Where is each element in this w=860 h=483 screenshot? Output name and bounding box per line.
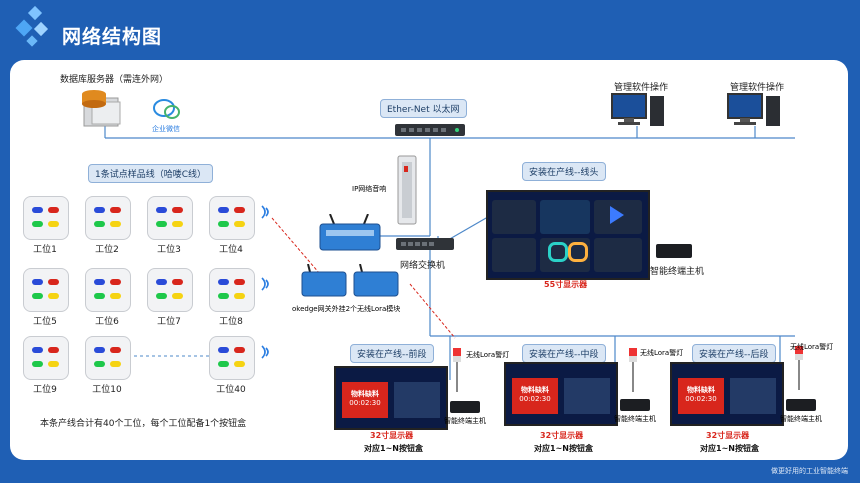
server-label: 数据库服务器（需连外网） xyxy=(60,75,169,85)
button-box xyxy=(85,336,131,380)
wifi-signal-icon xyxy=(261,345,269,359)
section-mapping: 对应1~N按钮盒 xyxy=(534,444,593,453)
section-chip-middle: 安装在产线--中段 xyxy=(522,344,606,363)
gateway-icon xyxy=(319,214,381,251)
switch-label: 网络交换机 xyxy=(400,261,446,271)
button-box xyxy=(85,268,131,312)
station-label: 工位3 xyxy=(157,245,181,255)
network-switch-icon xyxy=(396,238,454,250)
wechat-icon xyxy=(153,99,180,119)
speaker-icon xyxy=(397,155,417,225)
lamp-label: 无线Lora警灯 xyxy=(466,351,510,359)
button-box xyxy=(23,336,69,380)
section-chip-rear: 安装在产线--后段 xyxy=(692,344,776,363)
station-label: 工位9 xyxy=(33,385,57,395)
large-display-label: 55寸显示器 xyxy=(544,280,588,289)
section-display: 物料缺料 00:02:30 xyxy=(334,366,448,430)
wifi-signal-icon xyxy=(261,205,269,219)
station-label: 工位4 xyxy=(219,245,243,255)
management-label-1: 管理软件操作 xyxy=(614,83,669,93)
alert-timer: 00:02:30 xyxy=(685,395,717,403)
warning-lamp-icon xyxy=(629,348,637,392)
server-icon xyxy=(82,90,121,127)
station-label: 工位2 xyxy=(95,245,119,255)
alert-text: 物料缺料 xyxy=(521,386,549,394)
button-box xyxy=(147,196,193,240)
connection-lines xyxy=(104,110,795,380)
diagram-panel: 数据库服务器（需连外网） 企业微信 Ether-Net 以太网 管理软件操作 管… xyxy=(10,60,848,460)
lamp-label: 无线Lora警灯 xyxy=(640,349,684,357)
station-label: 工位40 xyxy=(216,385,246,395)
page-title: 网络结构图 xyxy=(62,26,163,48)
ethernet-chip: Ether-Net 以太网 xyxy=(380,99,467,118)
section-host-label: 智能终端主机 xyxy=(614,415,656,423)
button-box xyxy=(23,268,69,312)
section-host-label: 智能终端主机 xyxy=(444,417,486,425)
section-display: 物料缺料 00:02:30 xyxy=(504,362,618,426)
network-switch-icon xyxy=(395,124,465,136)
terminal-host-icon xyxy=(786,399,816,411)
management-label-2: 管理软件操作 xyxy=(730,83,785,93)
station-label: 工位10 xyxy=(92,385,122,395)
lamp-label: 无线Lora警灯 xyxy=(790,343,834,351)
terminal-host-icon xyxy=(620,399,650,411)
line-head-host-label: 智能终端主机 xyxy=(650,267,705,277)
warning-lamp-icon xyxy=(453,348,461,392)
section-chip-front: 安装在产线--前段 xyxy=(350,344,434,363)
alert-text: 物料缺料 xyxy=(687,386,715,394)
section-display-label: 32寸显示器 xyxy=(540,431,584,440)
section-mapping: 对应1~N按钮盒 xyxy=(700,444,759,453)
button-box xyxy=(23,196,69,240)
button-box xyxy=(85,196,131,240)
terminal-host-icon xyxy=(656,244,692,258)
section-host-label: 智能终端主机 xyxy=(780,415,822,423)
wifi-signal-icon xyxy=(261,277,269,291)
section-display-label: 32寸显示器 xyxy=(370,431,414,440)
ip-speaker-label: IP网络音响 xyxy=(352,185,387,193)
summary-text: 本条产线合计有40个工位，每个工位配备1个按钮盒 xyxy=(40,419,247,429)
section-display: 物料缺料 00:02:30 xyxy=(670,362,784,426)
section-display-label: 32寸显示器 xyxy=(706,431,750,440)
line-head-chip: 安装在产线--线头 xyxy=(522,162,606,181)
station-label: 工位5 xyxy=(33,317,57,327)
station-label: 工位8 xyxy=(219,317,243,327)
station-label: 工位7 xyxy=(157,317,181,327)
alert-text: 物料缺料 xyxy=(351,390,379,398)
button-box xyxy=(147,268,193,312)
terminal-host-icon xyxy=(450,401,480,413)
large-display xyxy=(486,190,650,280)
gateway-label: okedge网关外挂2个无线Lora模块 xyxy=(292,305,401,313)
button-box xyxy=(209,196,255,240)
gateway-icon xyxy=(301,264,347,297)
wechat-label: 企业微信 xyxy=(152,125,180,133)
warning-lamp-icon xyxy=(795,346,803,390)
alert-timer: 00:02:30 xyxy=(519,395,551,403)
gateway-icon xyxy=(353,264,399,297)
logo-diamond-icon xyxy=(15,6,49,47)
button-box xyxy=(209,268,255,312)
alert-timer: 00:02:30 xyxy=(349,399,381,407)
footer-caption: 做更好用的工业智能终端 xyxy=(771,467,848,475)
desktop-pc-icon xyxy=(611,93,664,126)
desktop-pc-icon xyxy=(727,93,780,126)
button-box xyxy=(209,336,255,380)
line-chip: 1条试点样品线（哈喽C线） xyxy=(88,164,214,183)
station-label: 工位6 xyxy=(95,317,119,327)
station-label: 工位1 xyxy=(33,245,57,255)
section-mapping: 对应1~N按钮盒 xyxy=(364,444,423,453)
